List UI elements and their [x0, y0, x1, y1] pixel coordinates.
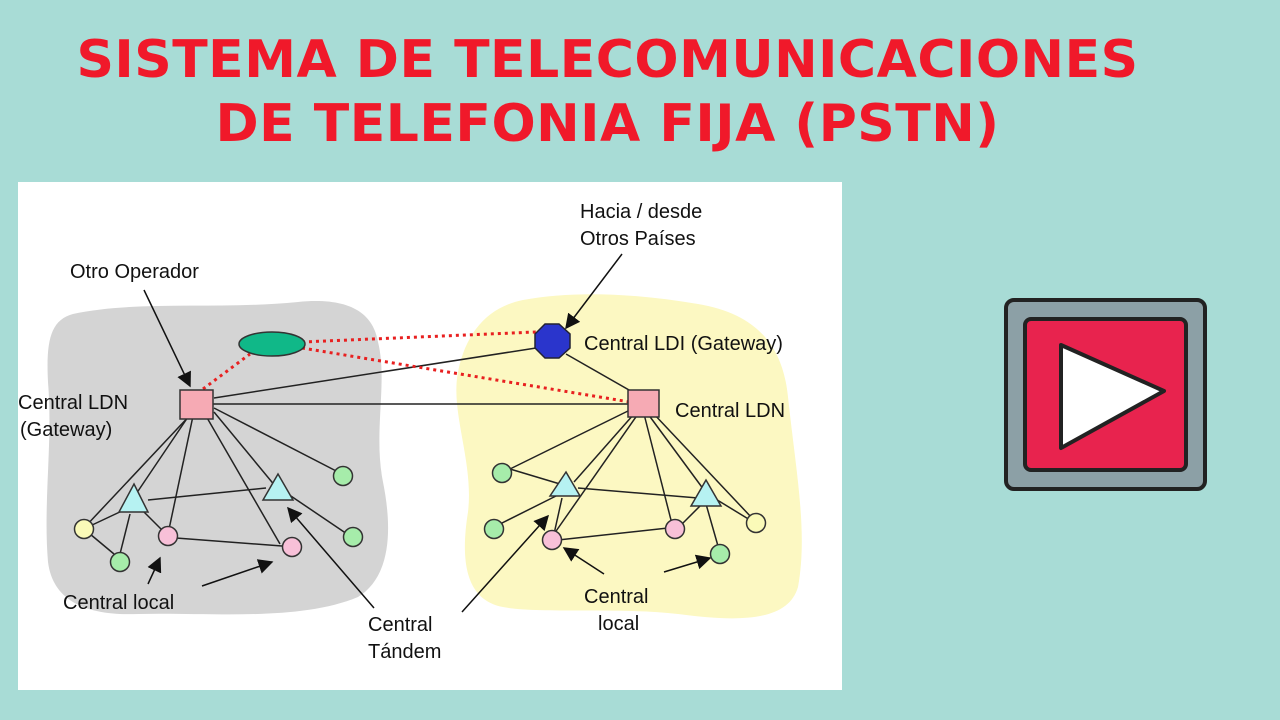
operator-links	[202, 330, 631, 404]
left-network-region	[46, 301, 389, 615]
label-otro-operador: Otro Operador	[70, 261, 199, 283]
local-node	[332, 465, 354, 487]
pstn-network-diagram: Otro Operador Hacia / desde Otros Países…	[18, 182, 842, 690]
label-central-ldn-left: Central LDN	[18, 392, 128, 414]
local-node	[491, 462, 513, 484]
tandem-node	[117, 482, 150, 513]
title-line-1: SISTEMA DE TELECOMUNICACIONES	[76, 30, 1139, 90]
central-ldn-left-node	[179, 389, 214, 420]
label-central-local-left: Central local	[63, 592, 174, 614]
local-node	[342, 526, 364, 548]
tandem-node	[689, 478, 723, 507]
local-node	[109, 551, 131, 573]
other-operator-node	[238, 331, 306, 357]
tandem-node	[548, 470, 582, 497]
local-exchange-nodes	[73, 462, 767, 573]
central-ldi-node	[534, 323, 571, 359]
page-title: SISTEMA DE TELECOMUNICACIONES DE TELEFON…	[0, 28, 1215, 156]
right-cluster-links	[497, 409, 753, 547]
diagram-canvas: Otro Operador Hacia / desde Otros Países…	[18, 201, 802, 663]
central-ldn-right-node	[627, 389, 660, 418]
label-central-local-right-2: local	[598, 613, 639, 635]
annotation-arrows	[143, 253, 712, 613]
play-button[interactable]	[1004, 298, 1207, 491]
local-node	[709, 543, 731, 565]
local-node	[157, 525, 179, 547]
local-node	[73, 518, 95, 540]
backbone-links	[196, 347, 642, 405]
label-central-local-right-1: Central	[584, 586, 648, 608]
label-central-ldn-right: Central LDN	[675, 400, 785, 422]
local-node	[664, 518, 686, 540]
label-central-ldi: Central LDI (Gateway)	[584, 333, 783, 355]
label-hacia-desde: Hacia / desde	[580, 201, 702, 223]
label-otros-paises: Otros Países	[580, 228, 696, 250]
play-icon	[1004, 298, 1207, 491]
label-central-tandem-1: Central	[368, 614, 432, 636]
title-line-2: DE TELEFONIA FIJA (PSTN)	[215, 94, 1000, 154]
local-node	[281, 536, 303, 558]
local-node	[745, 512, 767, 534]
label-central-tandem-2: Tándem	[368, 641, 441, 663]
tandem-node	[261, 472, 295, 501]
label-gateway-left: (Gateway)	[20, 419, 112, 441]
local-node	[483, 518, 505, 540]
local-node	[541, 529, 563, 551]
